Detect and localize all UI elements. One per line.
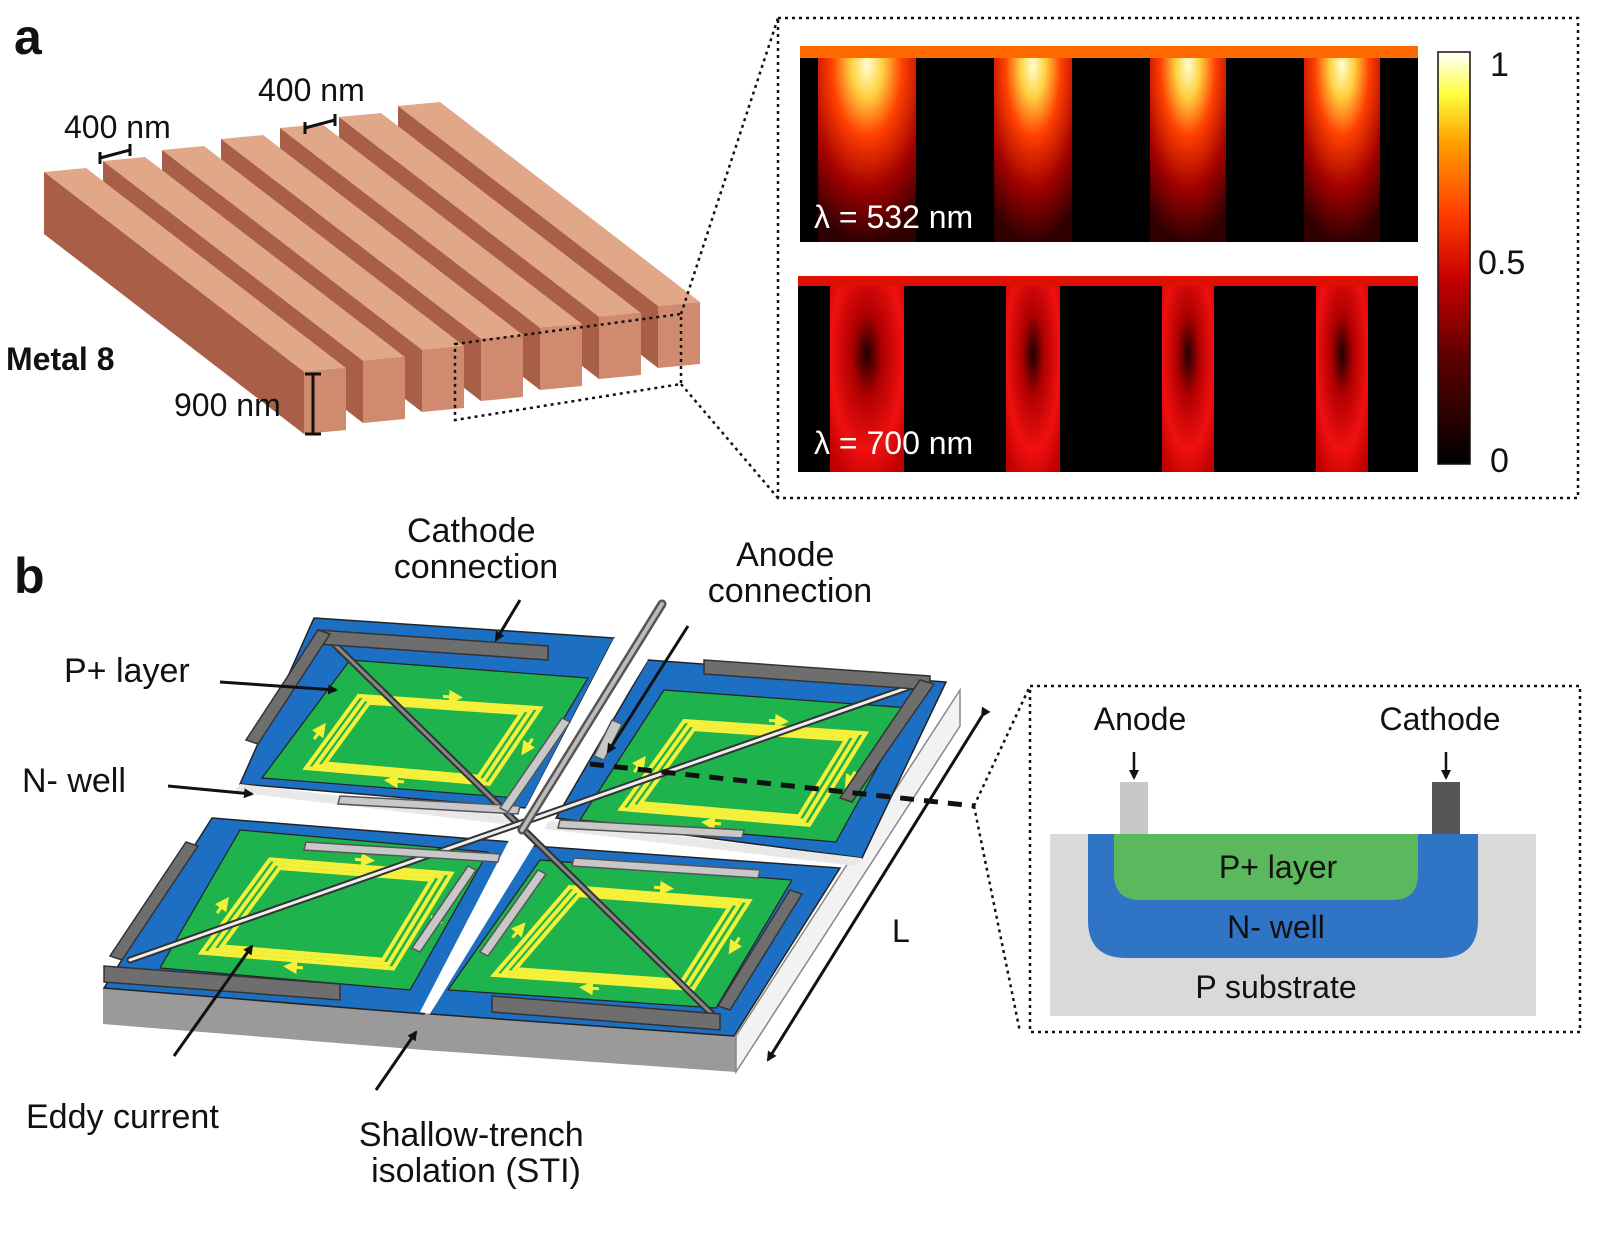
anode-label: Anode [1094, 701, 1187, 737]
eddy-arrow [653, 880, 674, 895]
length-dimension [766, 706, 991, 1062]
eddy-arrow [511, 922, 526, 939]
n-well-arrow [167, 784, 254, 799]
base-front-left [103, 988, 424, 1050]
eddy-arrow [701, 816, 722, 831]
colorbar [1437, 51, 1471, 465]
sti-arrow [374, 1030, 418, 1091]
anode-connection-label: Anode connection [708, 536, 872, 610]
eddy-arrow [631, 755, 646, 773]
eddy-arrow [311, 722, 326, 740]
height-label: 900 nm [174, 387, 281, 423]
width-label-1: 400 nm [64, 109, 171, 145]
eddy-loop [302, 693, 544, 786]
n-well-label: N- well [22, 762, 126, 800]
panel-a-label: a [14, 9, 43, 65]
eddy-arrow [384, 774, 405, 789]
inner-bars [303, 717, 761, 957]
sti-vertical [420, 638, 648, 1014]
eddy-arrow [442, 689, 463, 704]
eddy-arrow [768, 713, 789, 728]
field-map-532: λ = 532 nm [800, 46, 1418, 242]
cathode-label: Cathode [1380, 701, 1501, 737]
zoom-indicator [453, 16, 1580, 500]
field-gap [1316, 276, 1368, 472]
eddy-arrow [728, 936, 743, 955]
photodiode-device [102, 599, 991, 1075]
width-label-2: 400 nm [258, 72, 365, 108]
eddy-arrow [283, 960, 304, 975]
width-dimension-1 [98, 144, 132, 164]
field-gap [1162, 276, 1214, 472]
cathode-connection-label: Cathode connection [394, 512, 558, 586]
metal-grating [44, 102, 700, 434]
wavelength-label-532: λ = 532 nm [814, 199, 973, 235]
eddy-arrow [521, 737, 536, 756]
p-layer-label: P+ layer [64, 652, 190, 690]
base-front-right [424, 1012, 736, 1072]
sti-label: Shallow-trench isolation (STI) [359, 1116, 593, 1190]
width-dimension-2 [303, 114, 337, 134]
cathode-contact [1432, 782, 1460, 834]
anode-connection-arrow [606, 625, 690, 754]
eddy-current-label: Eddy current [26, 1098, 219, 1136]
inset-n-well-label: N- well [1227, 909, 1325, 945]
field-gap [830, 276, 904, 472]
colorbar-mid: 0.5 [1478, 244, 1525, 282]
inset-p-substrate-label: P substrate [1195, 969, 1356, 1005]
field-gap [994, 46, 1072, 242]
eddy-loop [489, 884, 753, 992]
eddy-loop [311, 697, 535, 783]
colorbar-min: 0 [1490, 442, 1509, 480]
eddy-arrow [214, 896, 229, 914]
panel-b-label: b [14, 548, 45, 604]
eddy-arrow [579, 981, 600, 996]
cathode-connection-arrow [494, 599, 522, 642]
eddy-arrow [354, 852, 375, 867]
inset-p-layer-label: P+ layer [1219, 849, 1338, 885]
length-label: L [892, 913, 910, 949]
field-gap [818, 46, 916, 242]
eddy-loop [320, 700, 526, 779]
cross-section-inset: Anode Cathode P+ layer N- well P substra… [972, 684, 1582, 1034]
p-layer-region [1114, 834, 1418, 900]
height-dimension [305, 372, 321, 436]
field-gap [1150, 46, 1226, 242]
field-gap [1304, 46, 1380, 242]
p-layer-arrow [219, 680, 338, 695]
metal-label: Metal 8 [6, 341, 114, 377]
wavelength-label-700: λ = 700 nm [814, 425, 973, 461]
eddy-loop [500, 888, 743, 988]
field-gap [1006, 276, 1060, 472]
colorbar-max: 1 [1490, 46, 1509, 84]
field-map-700: λ = 700 nm [798, 276, 1418, 472]
anode-contact [1120, 782, 1148, 834]
eddy-current-arrow [172, 944, 254, 1057]
